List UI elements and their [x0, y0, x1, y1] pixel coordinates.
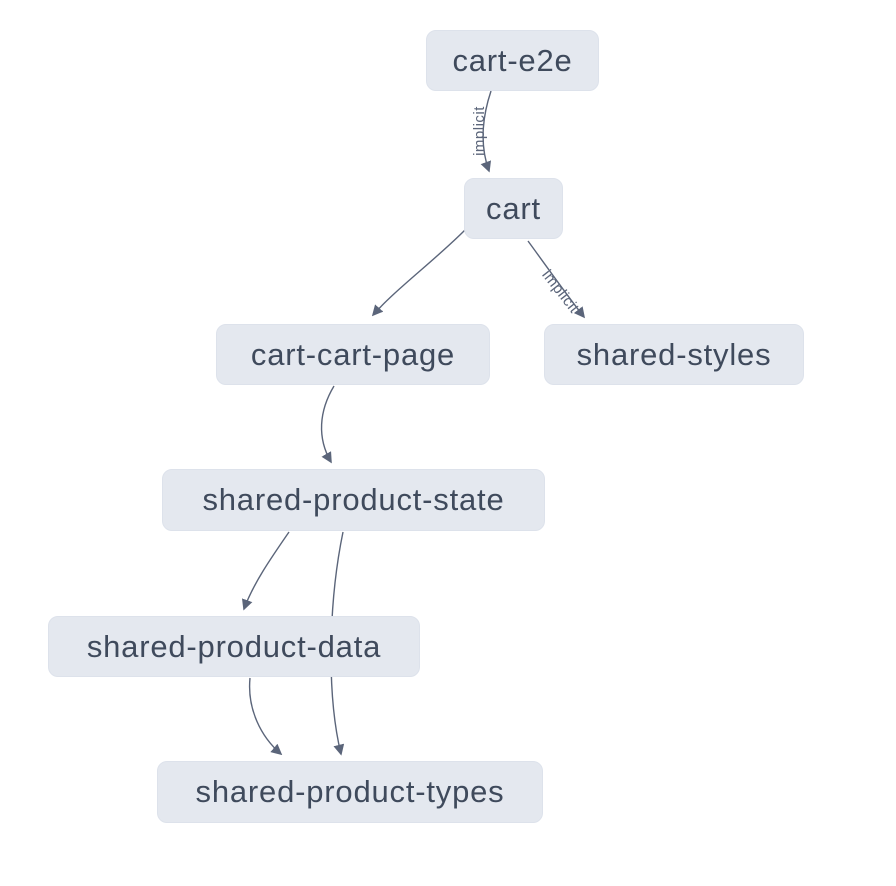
node-shared-product-types[interactable]: shared-product-types	[157, 761, 543, 823]
edge-label: implicit	[471, 106, 488, 156]
node-label: cart	[486, 190, 541, 226]
node-label: shared-styles	[576, 336, 772, 372]
node-label: shared-product-types	[195, 774, 505, 809]
node-label: shared-product-data	[86, 628, 382, 664]
node-label: cart-cart-page	[250, 336, 456, 372]
node-cart-cart-page[interactable]: cart-cart-page	[216, 324, 490, 385]
edge-shared-product-state-to-shared-product-data	[241, 531, 290, 611]
edge-label: implicit	[538, 267, 582, 317]
node-cart-e2e[interactable]: cart-e2e	[426, 30, 599, 91]
node-label: shared-product-state	[202, 482, 505, 517]
node-cart[interactable]: cart	[464, 178, 563, 239]
node-label: cart-e2e	[452, 42, 573, 78]
node-shared-product-data[interactable]: shared-product-data	[48, 616, 420, 677]
node-shared-styles[interactable]: shared-styles	[544, 324, 804, 385]
edge-cart-cart-page-to-shared-product-state	[320, 385, 335, 464]
edge-cart-to-cart-cart-page	[371, 229, 466, 317]
edge-cart-e2e-to-cart	[480, 90, 492, 173]
edge-cart-to-shared-styles	[527, 240, 586, 319]
node-shared-product-state[interactable]: shared-product-state	[162, 469, 545, 531]
edge-shared-product-data-to-shared-product-types	[248, 677, 283, 756]
